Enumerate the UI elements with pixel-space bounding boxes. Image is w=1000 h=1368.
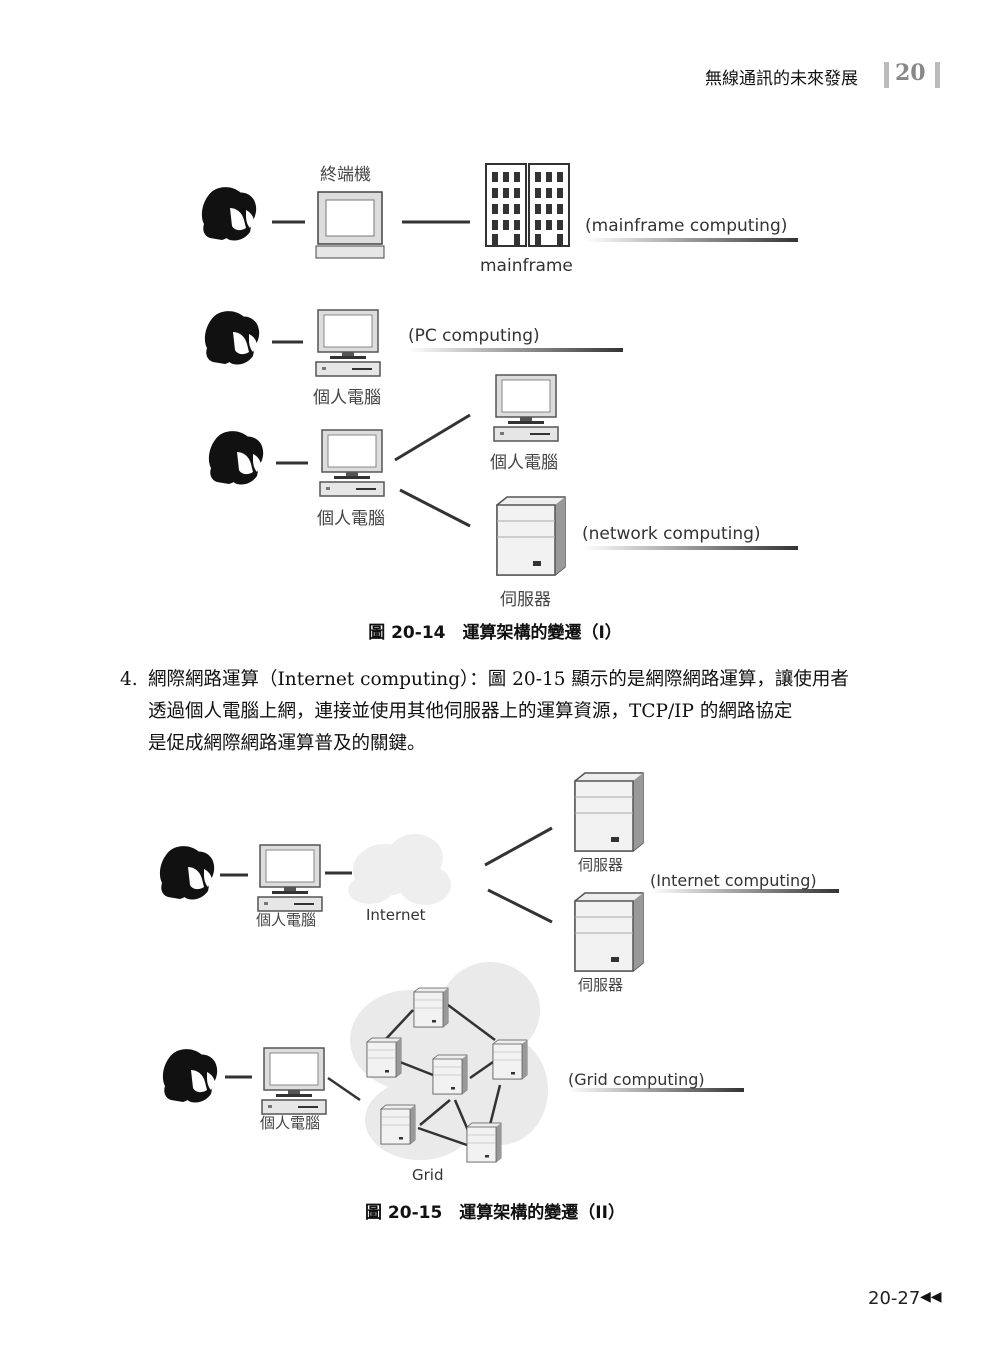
users-icon — [159, 846, 215, 900]
paragraph-line: 是促成網際網路運算普及的關鍵。 — [148, 733, 426, 754]
pc-label: 個人電腦 — [256, 911, 317, 929]
connection-line — [484, 826, 553, 867]
pc-label: 個人電腦 — [317, 509, 385, 529]
paragraph-line: 透過個人電腦上網，連接並使用其他伺服器上的運算資源，TCP/IP 的網路協定 — [148, 701, 793, 722]
server-icon — [366, 1037, 402, 1078]
underline — [568, 1088, 744, 1092]
server-icon — [492, 1039, 528, 1080]
pc-label: 個人電腦 — [490, 453, 558, 473]
terminal-icon — [315, 191, 385, 259]
server-icon — [496, 496, 566, 576]
mainframe-building-icon — [485, 163, 527, 247]
connection-line — [394, 413, 471, 462]
underline — [408, 348, 623, 352]
underline — [650, 889, 839, 893]
chapter-title: 無線通訊的未來發展 — [705, 69, 858, 89]
server-icon — [574, 892, 644, 972]
pc-computing-label: (PC computing) — [408, 326, 540, 346]
internet-cloud-icon — [348, 834, 451, 905]
server-icon — [432, 1054, 468, 1095]
connection-line — [487, 888, 553, 924]
network-computing-label: (network computing) — [582, 524, 761, 544]
figure-caption: 圖 20-15 運算架構的變遷（II） — [365, 1203, 625, 1223]
grid-computing-label: (Grid computing) — [568, 1070, 705, 1089]
server-label: 伺服器 — [578, 856, 624, 874]
mainframe-label: mainframe — [480, 256, 573, 276]
pc-icon — [315, 309, 381, 377]
chapter-number: 20 — [895, 60, 926, 86]
mainframe-computing-label: (mainframe computing) — [585, 216, 788, 236]
users-icon — [162, 1049, 218, 1103]
grid-connections — [327, 1003, 502, 1147]
server-icon — [574, 772, 644, 852]
pc-label: 個人電腦 — [313, 388, 381, 408]
pc-label: 個人電腦 — [260, 1114, 321, 1132]
mainframe-building-icon — [528, 163, 570, 247]
connection-line — [399, 488, 471, 528]
internet-computing-label: (Internet computing) — [650, 871, 817, 890]
pc-icon — [319, 429, 385, 497]
underline — [585, 238, 798, 242]
users-icon — [208, 431, 264, 485]
list-number: 4. — [120, 669, 138, 690]
pc-icon — [493, 374, 559, 442]
server-label: 伺服器 — [500, 590, 551, 610]
header-bar-left — [884, 62, 889, 88]
double-left-arrow-icon: ◀◀ — [920, 1289, 942, 1305]
page-number: 20-27 — [868, 1288, 921, 1309]
grid-label: Grid — [412, 1166, 444, 1184]
terminal-label: 終端機 — [320, 165, 371, 185]
figure-caption: 圖 20-14 運算架構的變遷（I） — [368, 623, 622, 643]
body-paragraph: 4. 網際網路運算（Internet computing）：圖 20-15 顯示… — [120, 664, 900, 760]
users-icon — [204, 311, 260, 365]
server-icon — [413, 987, 449, 1028]
users-icon — [201, 187, 257, 241]
header-bar-right — [935, 62, 940, 88]
internet-label: Internet — [366, 906, 426, 924]
underline — [582, 546, 798, 550]
server-label: 伺服器 — [578, 976, 624, 994]
paragraph-line: 網際網路運算（Internet computing）：圖 20-15 顯示的是網… — [148, 669, 849, 690]
pc-icon — [261, 1047, 327, 1115]
server-icon — [466, 1122, 502, 1163]
server-icon — [380, 1104, 416, 1145]
pc-icon — [257, 844, 323, 912]
